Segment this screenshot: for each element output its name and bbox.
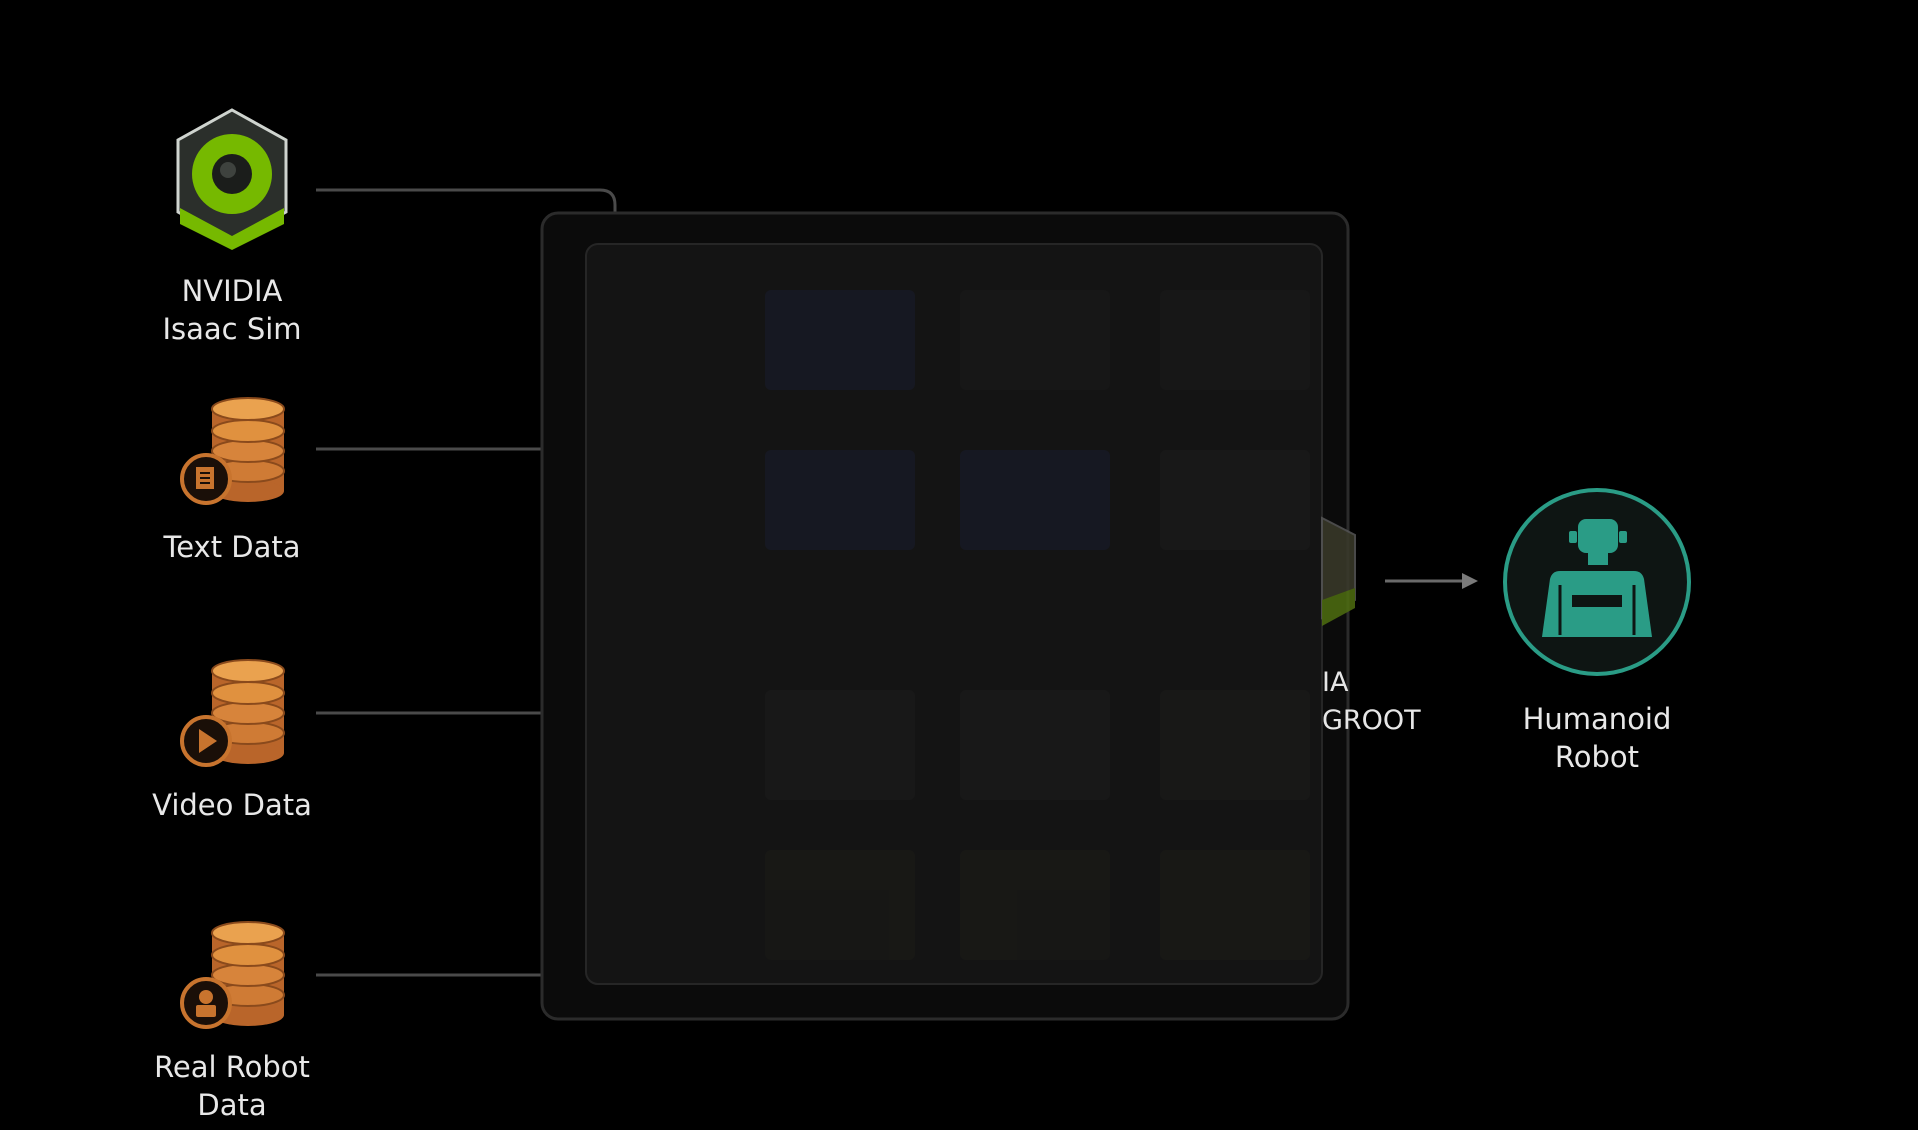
real-robot-data-label: Real Robot Data <box>154 1048 310 1124</box>
isaac-sim-label-line1: NVIDIA <box>181 274 283 308</box>
real-robot-data-label-line1: Real Robot <box>154 1050 310 1084</box>
video-data-label: Video Data <box>152 786 312 824</box>
humanoid-robot-icon <box>1503 488 1691 676</box>
isaac-sim-label: NVIDIA Isaac Sim <box>162 272 301 348</box>
panel-blurred-content <box>765 290 1310 960</box>
text-data-label-line1: Text Data <box>163 530 301 564</box>
isaac-sim-label-line2: Isaac Sim <box>162 312 302 346</box>
database-robot-icon <box>180 921 285 1029</box>
real-robot-data-label-line2: Data <box>197 1088 267 1122</box>
groot-label-partial-line2: GROOT <box>1322 705 1421 736</box>
database-play-icon <box>180 659 285 767</box>
connector-isaac-sim <box>316 188 617 215</box>
isaac-sim-logo-icon <box>176 108 288 250</box>
groot-cube-icon <box>1321 516 1356 626</box>
database-document-icon <box>180 397 285 505</box>
text-data-label: Text Data <box>163 528 300 566</box>
video-data-label-line1: Video Data <box>152 788 312 822</box>
output-arrow-head <box>1462 573 1478 589</box>
humanoid-robot-label-line1: Humanoid <box>1522 702 1672 736</box>
groot-label-partial-line1: IA <box>1322 667 1349 698</box>
humanoid-robot-label-line2: Robot <box>1554 740 1640 774</box>
humanoid-robot-label: Humanoid Robot <box>1523 700 1672 776</box>
